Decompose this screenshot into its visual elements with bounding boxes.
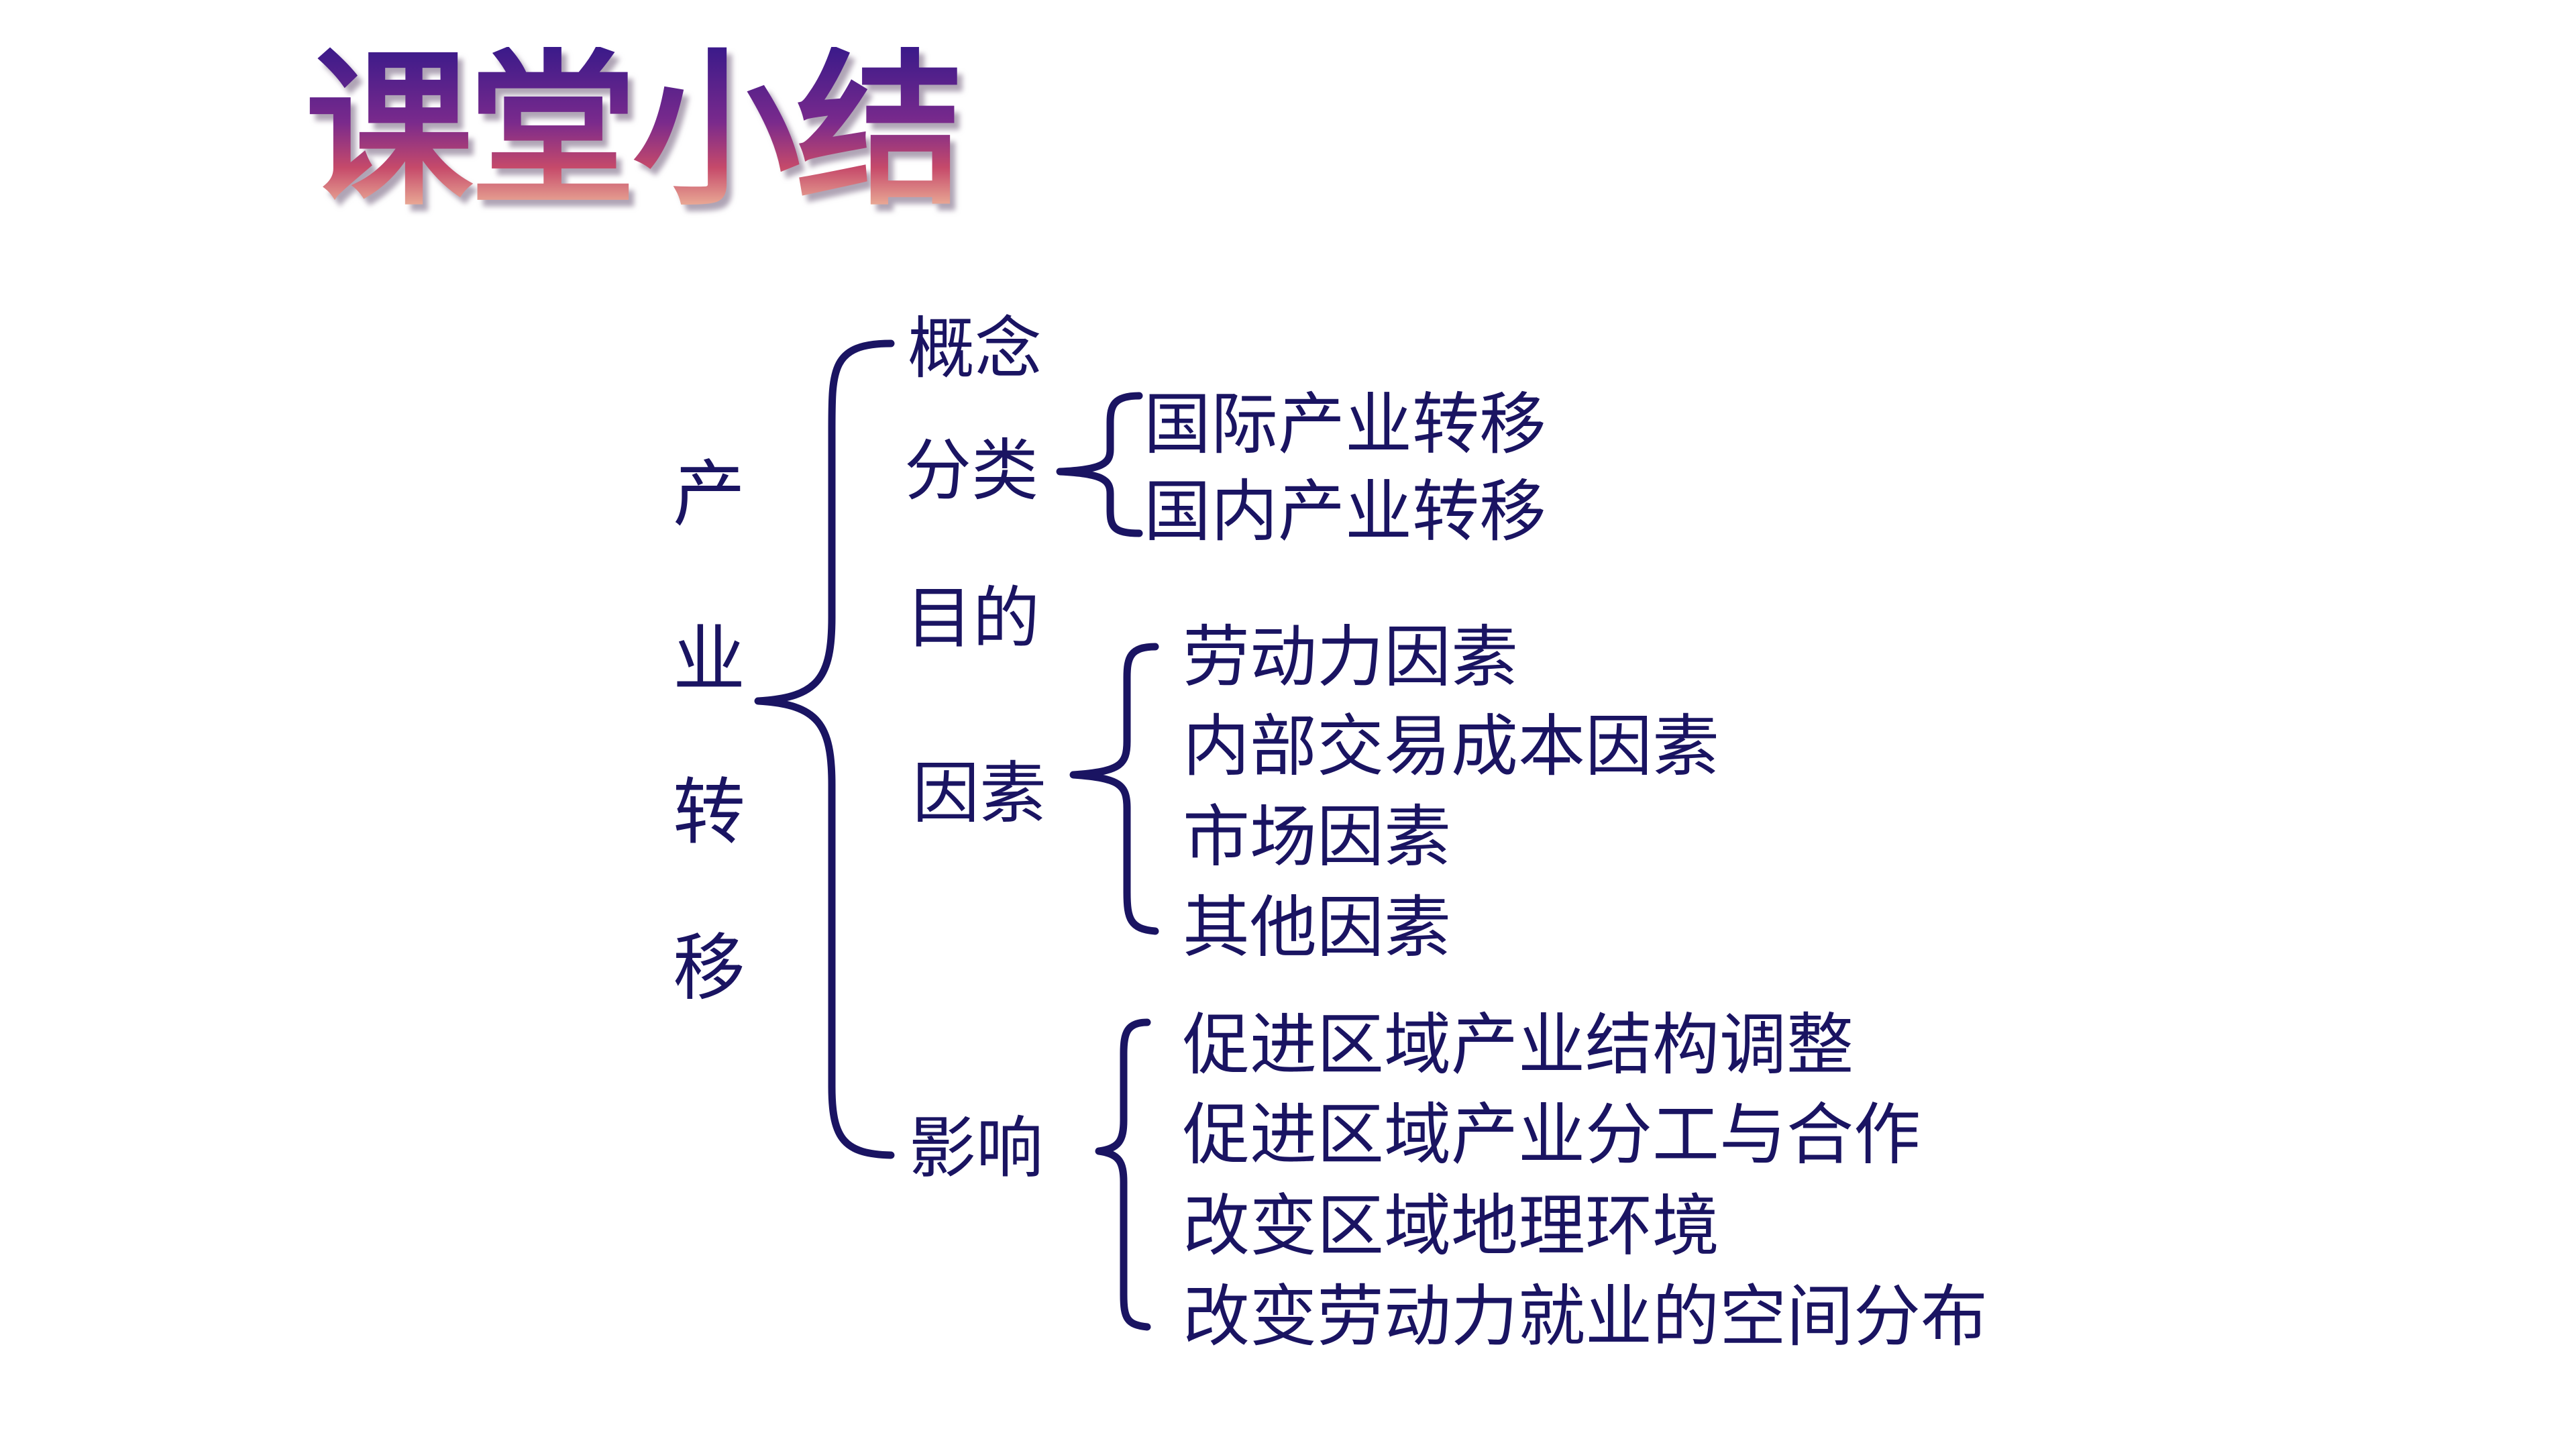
factor-item: 市场因素	[1183, 798, 1451, 876]
branch-concept: 概念	[908, 309, 1042, 388]
root-char-4: 移	[673, 926, 746, 1010]
classification-brace	[1056, 392, 1143, 537]
slide-title: 课堂小结	[305, 33, 964, 228]
factors-brace	[1069, 643, 1159, 935]
branch-impacts: 影响	[909, 1109, 1043, 1187]
impact-item: 促进区域产业分工与合作	[1183, 1095, 1921, 1174]
factor-item: 内部交易成本因素	[1183, 707, 1719, 786]
branch-classification: 分类	[904, 431, 1038, 510]
classification-item: 国内产业转移	[1144, 472, 1546, 551]
factor-item: 其他因素	[1183, 888, 1451, 967]
branch-factors: 因素	[912, 754, 1046, 833]
impacts-brace	[1095, 1018, 1151, 1331]
root-char-3: 转	[673, 771, 746, 855]
root-char-1: 产	[673, 453, 746, 537]
impact-item: 促进区域产业结构调整	[1183, 1006, 1854, 1084]
classification-item: 国际产业转移	[1144, 385, 1546, 464]
impact-item: 改变区域地理环境	[1183, 1187, 1719, 1265]
impact-item: 改变劳动力就业的空间分布	[1183, 1277, 1988, 1356]
main-brace	[754, 339, 895, 1159]
branch-purpose: 目的	[906, 579, 1040, 657]
root-char-2: 业	[673, 618, 746, 702]
factor-item: 劳动力因素	[1183, 618, 1518, 696]
